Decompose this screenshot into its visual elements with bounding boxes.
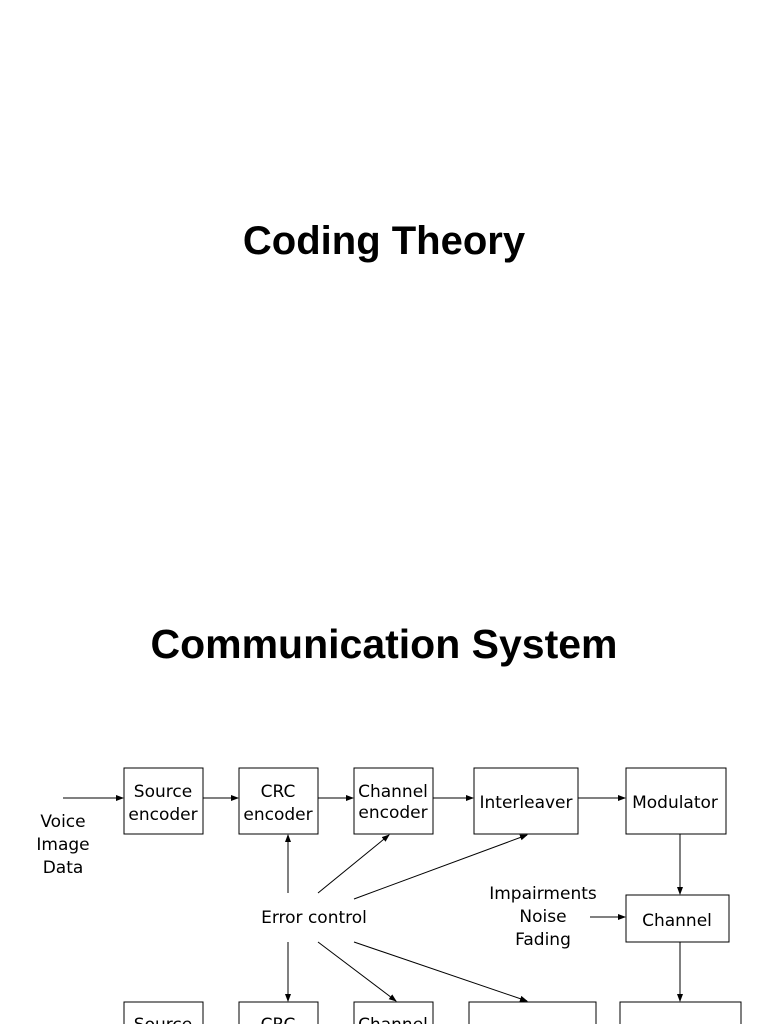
- channel-box: [625, 894, 730, 943]
- crc-encoder-label-2: encoder: [243, 805, 312, 825]
- channel-encoder-label-1: Channel: [358, 782, 428, 802]
- bottom-demodulator-box: [619, 1001, 742, 1024]
- source-encoder-label-2: encoder: [128, 805, 197, 825]
- interleaver-label: Interleaver: [479, 793, 572, 813]
- arrow-error-to-interleaver: [353, 834, 528, 900]
- impairments-label: Impairments: [489, 884, 597, 904]
- modulator-box: [625, 767, 727, 835]
- channel-encoder-label-2: encoder: [358, 803, 427, 823]
- source-encoder-box: [123, 767, 204, 835]
- fading-label: Fading: [515, 930, 571, 950]
- slide-title-communication-system: Communication System: [150, 621, 618, 667]
- crc-encoder-label-1: CRC: [261, 782, 296, 802]
- crc-encoder-box: [238, 767, 319, 835]
- input-label-voice: Voice: [40, 812, 85, 832]
- bottom-crc-box: [238, 1001, 319, 1024]
- bottom-source-box: [123, 1001, 204, 1024]
- interleaver-box: [473, 767, 579, 835]
- arrow-error-to-bottom-interleaver: [353, 941, 528, 1002]
- arrow-error-to-channel-encoder: [317, 834, 390, 894]
- bottom-channel-box: [353, 1001, 434, 1024]
- error-control-label: Error control: [261, 908, 367, 928]
- bottom-source-label: Source: [134, 1015, 192, 1024]
- source-encoder-label-1: Source: [134, 782, 192, 802]
- bottom-channel-label: Channel: [358, 1015, 428, 1024]
- input-label-data: Data: [43, 858, 84, 878]
- bottom-crc-label: CRC: [261, 1015, 296, 1024]
- noise-label: Noise: [519, 907, 566, 927]
- channel-label: Channel: [642, 911, 712, 931]
- channel-encoder-box: [353, 767, 434, 835]
- input-label-image: Image: [36, 835, 89, 855]
- arrow-error-to-bottom-channel: [317, 941, 397, 1002]
- bottom-interleaver-box: [468, 1001, 597, 1024]
- slide-title-coding-theory: Coding Theory: [242, 219, 526, 263]
- modulator-label: Modulator: [632, 793, 718, 813]
